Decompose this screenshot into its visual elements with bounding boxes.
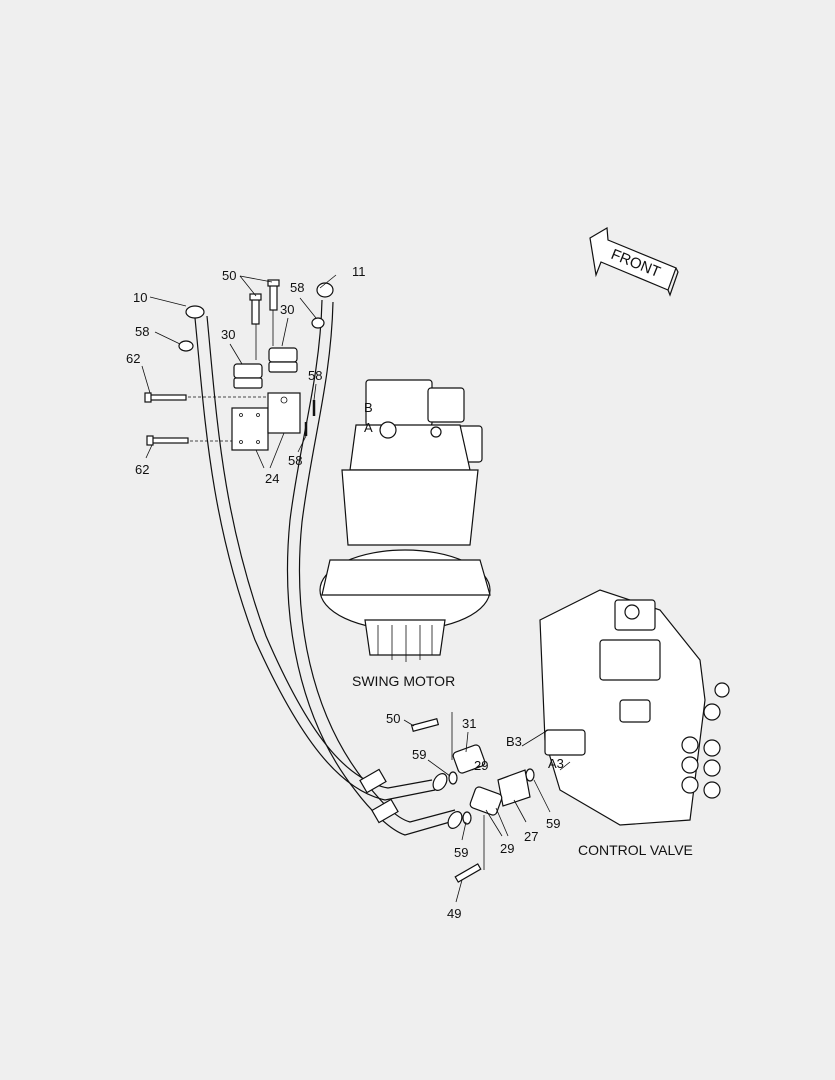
o-rings-58 — [178, 317, 325, 436]
callout-58-mid-top: 58 — [308, 368, 322, 383]
port-label-a3: A3 — [548, 756, 564, 771]
callout-30-left: 30 — [221, 327, 235, 342]
swing-motor: B A — [319, 379, 491, 662]
port-label-b: B — [364, 400, 373, 415]
callout-27: 27 — [524, 829, 538, 844]
callout-49: 49 — [447, 906, 461, 921]
callout-31: 31 — [462, 716, 476, 731]
callout-59-upper: 59 — [412, 747, 426, 762]
lower-fittings — [410, 712, 535, 883]
callout-29-lower: 29 — [500, 841, 514, 856]
adapter-block-24 — [231, 392, 301, 451]
caption-swing-motor: SWING MOTOR — [352, 673, 455, 689]
callout-59-right: 59 — [546, 816, 560, 831]
callout-labels: 10 11 50 58 58 30 30 62 62 58 58 24 50 3… — [126, 264, 560, 921]
port-label-b3: B3 — [506, 734, 522, 749]
flange-set-upper — [233, 279, 298, 389]
callout-58-mid-bottom: 58 — [288, 453, 302, 468]
callout-11: 11 — [352, 264, 366, 279]
callout-50-lower: 50 — [386, 711, 400, 726]
hose-fitting-10 — [185, 305, 205, 319]
caption-control-valve: CONTROL VALVE — [578, 842, 693, 858]
callout-62-top: 62 — [126, 351, 140, 366]
callout-10: 10 — [133, 290, 147, 305]
callout-50-top: 50 — [222, 268, 236, 283]
callout-30-right: 30 — [280, 302, 294, 317]
control-valve: B3 A3 — [506, 589, 730, 826]
callout-24: 24 — [265, 471, 279, 486]
hose-fitting-11 — [316, 282, 334, 298]
leader-lines — [141, 274, 571, 903]
front-arrow-icon: FRONT — [589, 226, 679, 297]
hose-assembly — [185, 282, 463, 836]
callout-62-bottom: 62 — [135, 462, 149, 477]
callout-29-upper: 29 — [474, 758, 488, 773]
bolts-62 — [144, 392, 268, 446]
port-label-a: A — [364, 420, 373, 435]
callout-58-right-top: 58 — [290, 280, 304, 295]
callout-59-lower: 59 — [454, 845, 468, 860]
callout-58-left: 58 — [135, 324, 149, 339]
